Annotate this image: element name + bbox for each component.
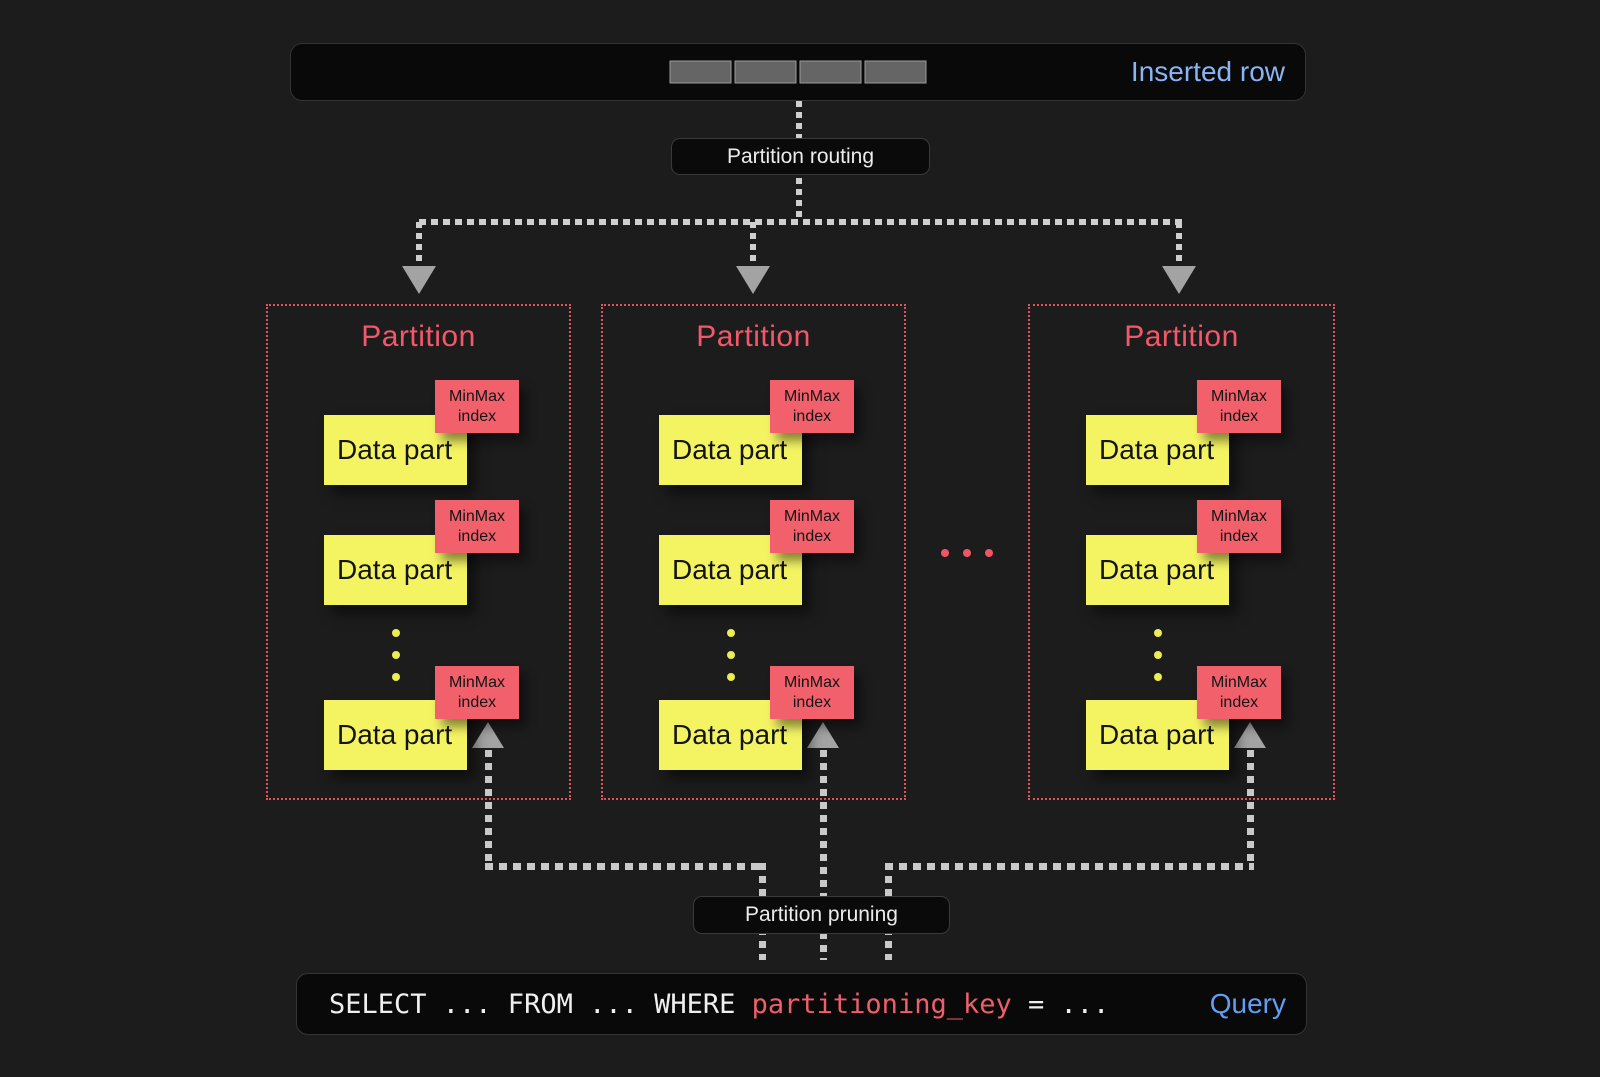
return-line-right-vertical (1247, 750, 1254, 866)
partition-title: Partition (1124, 320, 1239, 353)
vertical-ellipsis (1154, 629, 1162, 695)
partition-box-middle: Partition MinMax index Data part MinMax … (601, 304, 906, 800)
routing-label: Partition routing (726, 144, 875, 168)
row-segment (864, 60, 927, 84)
vertical-ellipsis (392, 629, 400, 695)
return-line-right-horizontal (885, 863, 1254, 870)
partition-title: Partition (696, 320, 811, 353)
minmax-index-tag: MinMax index (1197, 666, 1281, 719)
row-segments (669, 60, 927, 84)
query-sql: SELECT ... FROM ... WHERE partitioning_k… (297, 989, 1109, 1020)
minmax-index-tag: MinMax index (435, 666, 519, 719)
partition-gap-ellipsis (941, 549, 993, 557)
partition-routing-pill: Partition routing (671, 138, 930, 175)
row-segment (799, 60, 862, 84)
minmax-index-tag: MinMax index (770, 666, 854, 719)
minmax-index-tag: MinMax index (770, 380, 854, 433)
arrow-up-icon (807, 722, 839, 748)
branch-line-left (416, 222, 422, 266)
vertical-ellipsis (727, 629, 735, 695)
minmax-index-tag: MinMax index (435, 380, 519, 433)
partition-pruning-pill: Partition pruning (693, 896, 950, 934)
query-bar: SELECT ... FROM ... WHERE partitioning_k… (296, 973, 1307, 1035)
inserted-row-bar: Inserted row (290, 43, 1306, 101)
minmax-index-tag: MinMax index (435, 500, 519, 553)
sql-prefix: SELECT ... FROM ... WHERE (329, 988, 752, 1020)
row-segment (669, 60, 732, 84)
arrow-up-icon (472, 722, 504, 748)
data-part: Data part (1086, 415, 1229, 485)
inserted-row-label: Inserted row (1130, 56, 1285, 87)
data-part: Data part (324, 700, 467, 770)
sql-suffix: = ... (1011, 988, 1110, 1020)
return-line-middle-vertical (820, 750, 827, 960)
query-label: Query (1209, 988, 1286, 1019)
branch-line-middle (750, 222, 756, 266)
row-segment (734, 60, 797, 84)
sql-partitioning-key: partitioning_key (751, 988, 1012, 1020)
arrow-up-icon (1234, 722, 1266, 748)
branch-line-right (1176, 222, 1182, 266)
arrow-down-icon (1162, 266, 1196, 294)
arrow-down-icon (736, 266, 770, 294)
minmax-index-tag: MinMax index (1197, 500, 1281, 553)
return-line-left-horizontal (485, 863, 766, 870)
partition-box-left: Partition MinMax index Data part MinMax … (266, 304, 571, 800)
distribution-line (419, 219, 1183, 225)
pruning-label: Partition pruning (745, 903, 898, 926)
arrow-down-icon (402, 266, 436, 294)
minmax-index-tag: MinMax index (770, 500, 854, 553)
partition-box-right: Partition MinMax index Data part MinMax … (1028, 304, 1335, 800)
partition-title: Partition (361, 320, 476, 353)
return-line-left-vertical (485, 750, 492, 866)
minmax-index-tag: MinMax index (1197, 380, 1281, 433)
